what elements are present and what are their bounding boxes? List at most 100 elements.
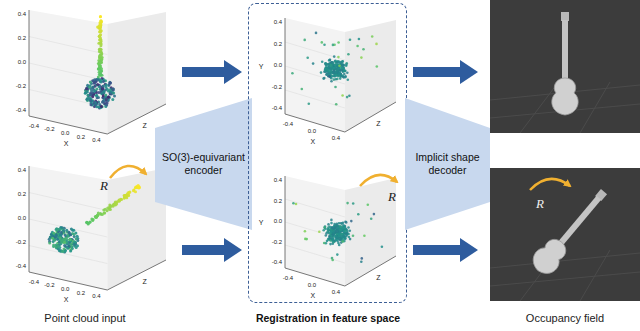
point — [328, 75, 331, 78]
grid-line — [29, 246, 107, 264]
point — [115, 203, 118, 206]
point — [323, 227, 326, 230]
grid-line — [29, 37, 107, 55]
point — [357, 213, 360, 216]
point — [93, 101, 96, 104]
point — [99, 42, 102, 45]
point — [333, 67, 336, 70]
point — [69, 233, 72, 236]
point — [60, 233, 63, 236]
point — [339, 77, 342, 80]
rotation-label: R — [100, 179, 108, 192]
point — [341, 94, 344, 97]
point — [100, 29, 103, 32]
point — [343, 227, 346, 230]
point — [337, 41, 340, 44]
point — [90, 100, 93, 103]
point — [72, 243, 75, 246]
axis-tick: Z — [143, 122, 147, 129]
point — [339, 229, 342, 232]
trapezoid-fill — [405, 98, 490, 230]
point — [323, 43, 326, 46]
point — [352, 202, 355, 205]
axis-tick: 0.4 — [332, 135, 340, 141]
dashed-group: Registration in feature space — [246, 2, 410, 328]
axis-tick: 0.0 — [18, 59, 26, 65]
point — [99, 33, 102, 36]
rotation-label: R — [536, 197, 544, 210]
point — [91, 86, 94, 89]
point — [61, 250, 64, 253]
point — [59, 236, 62, 239]
point — [64, 234, 67, 237]
point — [360, 261, 363, 264]
point — [98, 25, 101, 28]
point — [76, 235, 79, 238]
point — [328, 59, 331, 62]
point — [100, 48, 103, 51]
point — [346, 202, 349, 205]
point — [335, 103, 338, 106]
axis-line — [345, 102, 396, 132]
point — [331, 235, 334, 238]
axis-tick: -0.4 — [29, 279, 39, 285]
dashed-frame — [248, 3, 407, 303]
point — [99, 61, 102, 64]
point — [340, 233, 343, 236]
point — [330, 77, 333, 80]
axis-pane — [107, 12, 166, 134]
trapezoid-band: Implicit shape decoder — [405, 98, 490, 230]
point — [340, 228, 343, 231]
point — [99, 74, 102, 77]
axis-line — [345, 256, 396, 286]
point — [112, 88, 115, 91]
point — [98, 35, 101, 38]
point — [323, 242, 326, 245]
point — [134, 186, 137, 189]
point — [98, 55, 101, 58]
point — [98, 48, 101, 51]
point — [109, 81, 112, 84]
point — [329, 239, 332, 242]
point — [100, 70, 103, 73]
point — [86, 84, 89, 87]
point — [327, 69, 330, 72]
point — [99, 29, 102, 32]
grid-line — [29, 193, 107, 211]
point — [86, 91, 89, 94]
point — [95, 94, 98, 97]
point — [356, 45, 359, 48]
point — [63, 244, 66, 247]
point — [69, 249, 72, 252]
point — [120, 198, 123, 201]
axis-tick: X — [311, 292, 316, 299]
point — [56, 238, 59, 241]
point — [344, 76, 347, 79]
block-arrow — [413, 238, 478, 262]
axis-line — [107, 260, 166, 290]
axis-pane — [285, 18, 345, 132]
axis-tick: 0.4 — [332, 289, 340, 295]
point — [336, 253, 339, 256]
point — [101, 92, 104, 95]
point — [331, 259, 334, 262]
point — [100, 67, 103, 70]
point — [338, 65, 341, 68]
point — [350, 220, 353, 223]
point — [98, 34, 101, 37]
point — [89, 81, 92, 84]
point — [123, 195, 126, 198]
point — [104, 94, 107, 97]
point — [330, 61, 333, 64]
point — [346, 96, 349, 99]
point — [338, 73, 341, 76]
point — [112, 88, 115, 91]
point — [103, 211, 106, 214]
block-arrow — [182, 60, 242, 84]
point — [124, 194, 127, 197]
point — [321, 60, 324, 63]
point — [330, 80, 333, 83]
point — [324, 70, 327, 73]
point — [104, 86, 107, 89]
point — [342, 75, 345, 78]
